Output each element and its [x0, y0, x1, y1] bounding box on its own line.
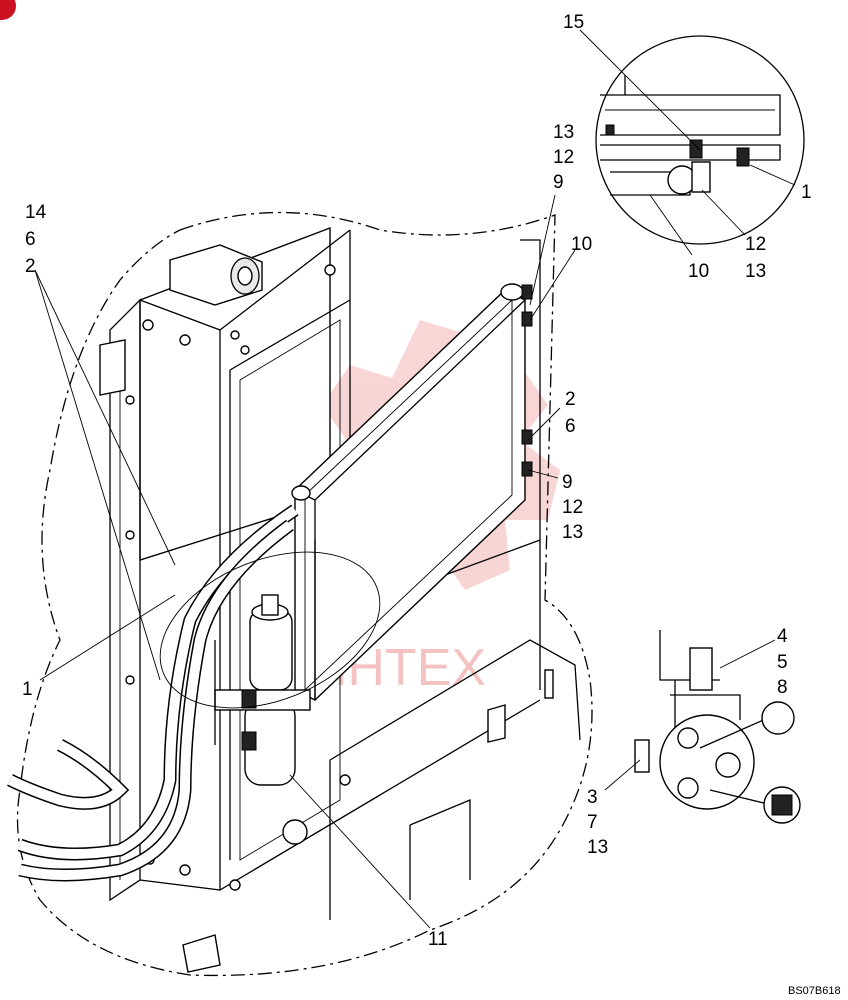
- label-1-detail: 1: [801, 182, 812, 203]
- main-cloud-outline: [16, 211, 593, 977]
- label-9-top: 9: [553, 172, 564, 193]
- label-13-bottom: 13: [587, 837, 608, 858]
- drier-highlight-ellipse: [159, 551, 381, 709]
- label-2-left: 2: [25, 256, 36, 277]
- receiver-drier: [214, 540, 316, 786]
- radiator-tank: [99, 244, 263, 396]
- corner-mark: [0, 0, 16, 20]
- detail-circle-top: [595, 35, 805, 245]
- label-10-condenser: 10: [571, 234, 592, 255]
- label-1-left: 1: [22, 679, 33, 700]
- label-13-right: 13: [562, 522, 583, 543]
- label-2-right: 2: [565, 389, 576, 410]
- label-4: 4: [777, 626, 788, 647]
- label-11: 11: [428, 929, 448, 950]
- label-12-right: 12: [562, 497, 583, 518]
- lower-deck: [182, 639, 581, 973]
- label-10-detail: 10: [688, 261, 709, 282]
- drawing-code: BS07B618: [788, 985, 841, 997]
- hoses: [7, 504, 299, 882]
- label-12-detail: 12: [745, 234, 766, 255]
- label-12-top: 12: [553, 147, 574, 168]
- label-8: 8: [777, 677, 788, 698]
- label-9-right: 9: [562, 472, 573, 493]
- label-3: 3: [587, 787, 598, 808]
- label-13-detail: 13: [745, 261, 766, 282]
- label-7: 7: [587, 812, 598, 833]
- label-13-top: 13: [553, 122, 574, 143]
- condenser: [291, 283, 533, 701]
- detail-circle-bottom: [634, 630, 801, 824]
- label-14: 14: [25, 202, 47, 223]
- label-6-left: 6: [25, 229, 36, 250]
- label-15: 15: [563, 12, 584, 33]
- leader-lines: [34, 29, 796, 929]
- label-6-right: 6: [565, 416, 576, 437]
- label-5: 5: [777, 652, 788, 673]
